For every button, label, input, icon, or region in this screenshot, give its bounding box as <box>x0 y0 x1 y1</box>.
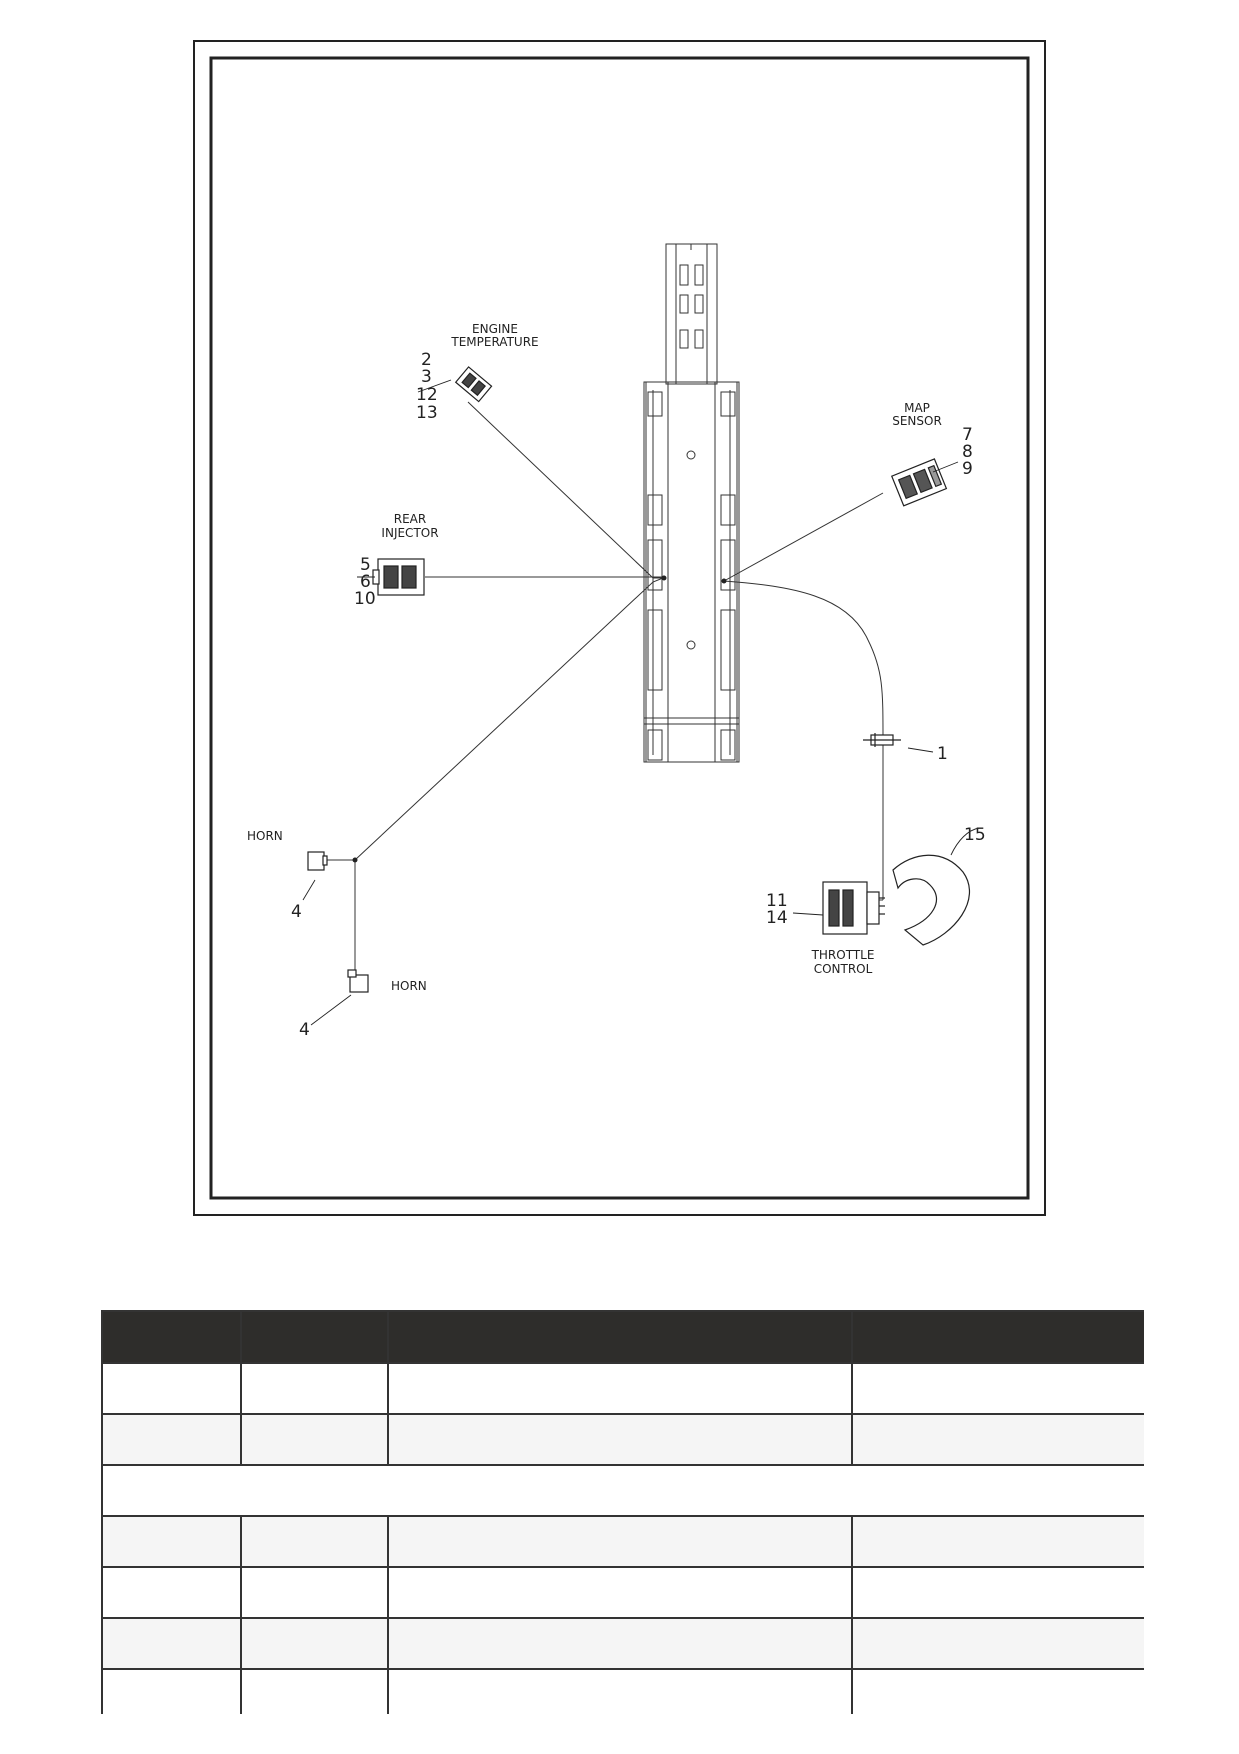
horn-upper-label: HORN <box>247 829 283 843</box>
callout-6: 6 <box>360 572 371 592</box>
table-row <box>101 1413 1144 1466</box>
callout-leaders <box>302 379 980 1026</box>
horn-lower-icon <box>347 969 369 993</box>
chassis-frame <box>643 243 740 763</box>
table-cell <box>101 1362 242 1415</box>
throttle-control-connector-icon <box>822 881 885 935</box>
table-cell <box>101 1515 242 1568</box>
table-row <box>101 1566 1144 1619</box>
map-sensor-connector-icon <box>890 458 948 507</box>
table-row <box>101 1515 1144 1568</box>
wiring-diagram-frame: ENGINE TEMPERATURE MAP SENSOR REAR INJEC… <box>193 40 1046 1216</box>
table-cell <box>240 1413 389 1466</box>
table-row <box>101 1668 1144 1714</box>
callout-4-upper: 4 <box>291 902 302 922</box>
callout-12: 12 <box>416 385 438 405</box>
table-cell <box>240 1617 389 1670</box>
callout-3: 3 <box>421 367 432 387</box>
engine-temperature-label: ENGINE <box>472 322 518 336</box>
throttle-control-label-2: CONTROL <box>814 962 873 976</box>
diagram-inner-border <box>209 56 1030 1200</box>
callout-15: 15 <box>964 825 986 845</box>
table-cell <box>387 1362 853 1415</box>
rear-injector-label: REAR <box>394 512 426 526</box>
engine-temperature-connector-icon <box>454 366 493 403</box>
inline-connector-icon <box>863 733 901 747</box>
table-cell <box>851 1668 1144 1714</box>
table-header-cell <box>101 1310 242 1364</box>
callout-8: 8 <box>962 442 973 462</box>
rear-injector-label-2: INJECTOR <box>381 526 438 540</box>
engine-temperature-label-2: TEMPERATURE <box>450 335 538 349</box>
table-cell <box>240 1566 389 1619</box>
table-cell <box>387 1668 853 1714</box>
table-header-cell <box>240 1310 389 1364</box>
table-section-row <box>101 1464 1144 1517</box>
table-row <box>101 1362 1144 1415</box>
table-cell <box>851 1566 1144 1619</box>
table-cell <box>101 1413 242 1466</box>
table-cell <box>387 1566 853 1619</box>
table-cell <box>387 1515 853 1568</box>
callout-2: 2 <box>421 350 432 370</box>
table-header-cell <box>851 1310 1144 1364</box>
table-row <box>101 1617 1144 1670</box>
wire-harness <box>323 401 884 975</box>
throttle-control-label: THROTTLE <box>811 948 875 962</box>
table-cell <box>101 1668 242 1714</box>
callout-13: 13 <box>416 403 438 423</box>
callout-11: 11 <box>766 891 788 911</box>
table-header-cell <box>387 1310 853 1364</box>
horn-lower-label: HORN <box>391 979 427 993</box>
callout-9: 9 <box>962 459 973 479</box>
rear-injector-connector-icon <box>372 558 425 596</box>
table-cell <box>851 1413 1144 1466</box>
junction-left <box>661 575 667 581</box>
throttle-cover-icon <box>892 854 970 946</box>
callout-7: 7 <box>962 425 973 445</box>
parts-table <box>101 1310 1144 1714</box>
callout-1: 1 <box>937 744 948 764</box>
table-cell <box>101 1566 242 1619</box>
table-cell <box>240 1515 389 1568</box>
table-section-cell <box>101 1464 1144 1517</box>
junction-horn <box>352 857 358 863</box>
junction-right <box>721 578 727 584</box>
callout-14: 14 <box>766 908 788 928</box>
table-header-row <box>101 1310 1144 1364</box>
callout-10: 10 <box>354 589 376 609</box>
table-cell <box>240 1362 389 1415</box>
table-cell <box>387 1617 853 1670</box>
callout-5: 5 <box>360 555 371 575</box>
callout-4-lower: 4 <box>299 1020 310 1040</box>
table-cell <box>240 1668 389 1714</box>
map-sensor-label-2: SENSOR <box>892 414 942 428</box>
table-cell <box>851 1515 1144 1568</box>
table-cell <box>851 1617 1144 1670</box>
parts-table-container <box>101 1310 1144 1754</box>
table-cell <box>387 1413 853 1466</box>
table-cell <box>851 1362 1144 1415</box>
map-sensor-label: MAP <box>904 401 930 415</box>
table-cell <box>101 1617 242 1670</box>
diagram-outer-border <box>193 40 1046 1216</box>
horn-upper-icon <box>307 851 328 871</box>
